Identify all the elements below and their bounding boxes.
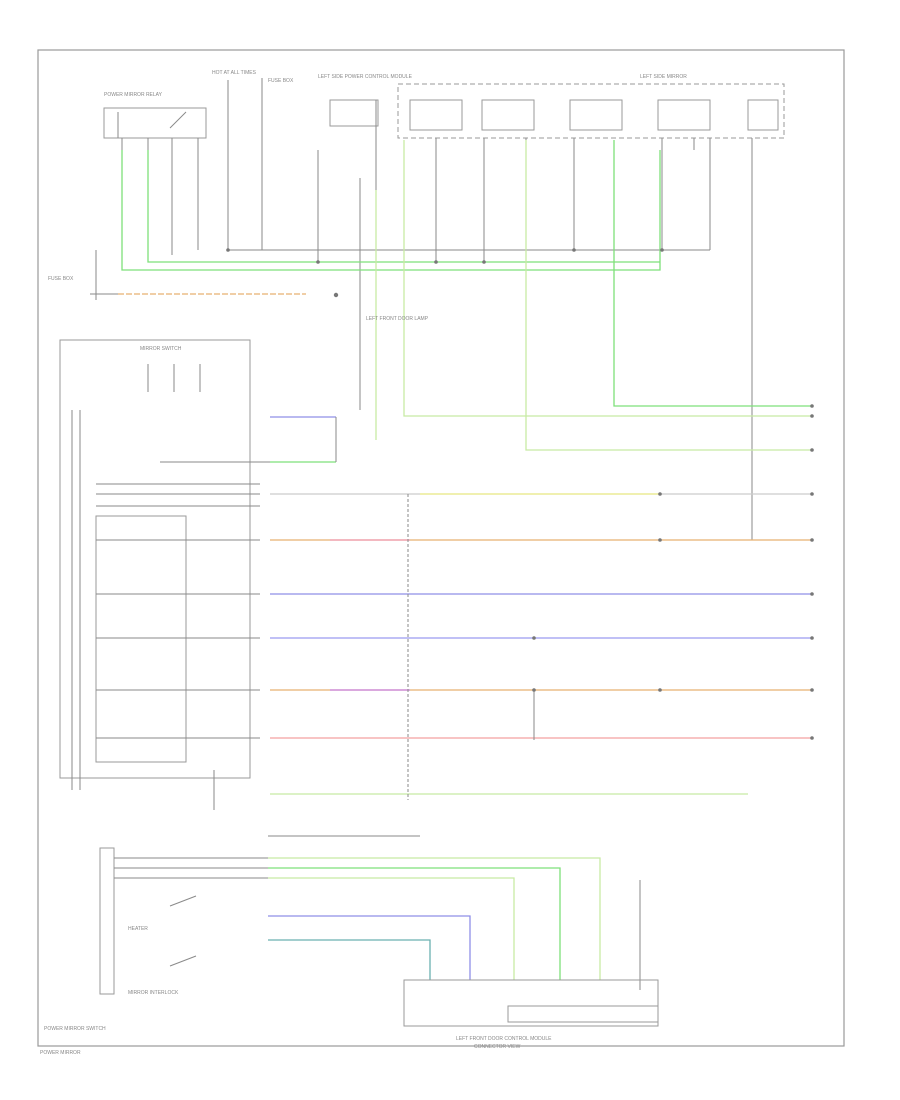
frame-caption: POWER MIRROR SWITCH: [44, 1026, 106, 1032]
fuse-label: FUSE BOX: [268, 78, 294, 84]
top-green-wires: [121, 140, 812, 451]
relay-label: POWER MIRROR RELAY: [104, 92, 163, 98]
door-control-module: LEFT FRONT DOOR CONTROL MODULE CONNECTOR…: [403, 979, 659, 1050]
mirror-label: LEFT SIDE MIRROR: [640, 74, 687, 80]
colored-signal-wires: [160, 416, 812, 800]
lcm-label: LEFT SIDE POWER CONTROL MODULE: [318, 74, 413, 80]
switch-assembly-note: MIRROR SWITCH: [140, 346, 182, 352]
bottom-colored-wires: [268, 835, 641, 990]
switch-bus-wires: [96, 483, 260, 739]
bottom-switch-connector: HEATER MIRROR INTERLOCK: [99, 847, 268, 996]
top-wires: [121, 100, 753, 540]
footer-label: POWER MIRROR: [40, 1050, 81, 1056]
hot-label: HOT AT ALL TIMES: [212, 70, 257, 76]
diagram-frame: [37, 49, 845, 1047]
ground-note: FUSE BOX: [48, 276, 74, 282]
left-side-power-control-module: LEFT SIDE POWER CONTROL MODULE: [318, 74, 413, 127]
interlock-note: MIRROR INTERLOCK: [128, 990, 179, 996]
mirror-switch-assembly: MIRROR SWITCH: [59, 339, 251, 810]
ground-wire: FUSE BOX: [48, 250, 306, 300]
fuse-box: FUSE BOX: [261, 78, 294, 250]
module-caption-bottom: CONNECTOR VIEW: [474, 1044, 521, 1050]
power-mirror-relay: POWER MIRROR RELAY: [103, 92, 207, 139]
heater-note: HEATER: [128, 926, 148, 932]
left-side-mirror: LEFT SIDE MIRROR: [397, 74, 785, 139]
hot-at-all-times: HOT AT ALL TIMES: [212, 70, 257, 250]
lamp-note: LEFT FRONT DOOR LAMP: [366, 316, 429, 322]
connector-dots: [226, 248, 814, 740]
module-caption-top: LEFT FRONT DOOR CONTROL MODULE: [456, 1036, 552, 1042]
